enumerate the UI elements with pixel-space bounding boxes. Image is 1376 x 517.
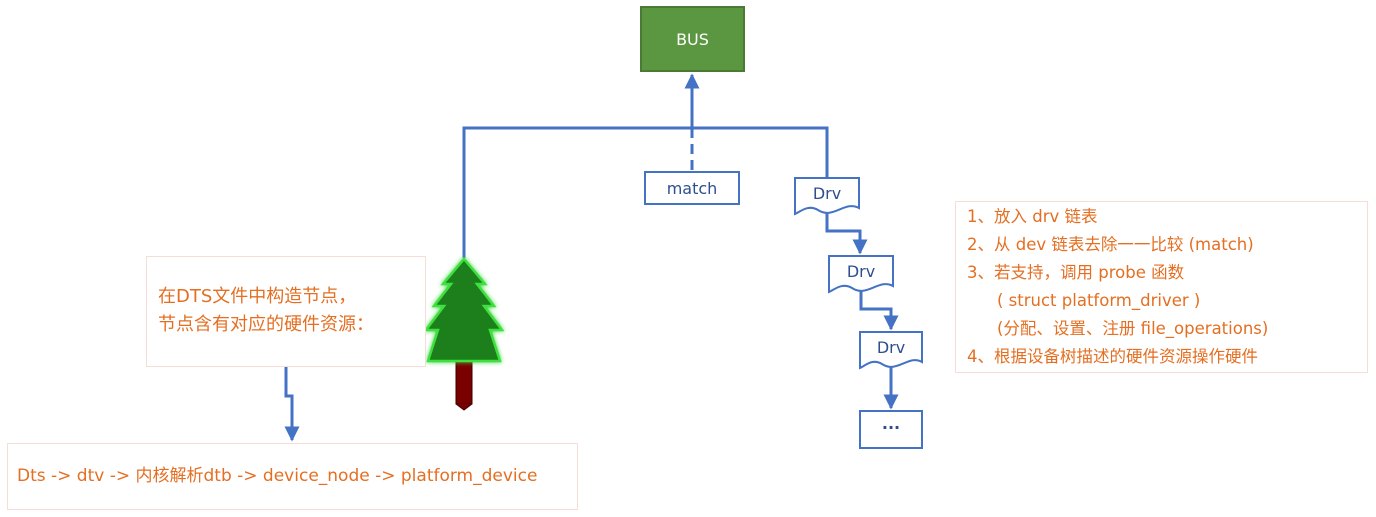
- step-3-detail-struct: ( struct platform_driver ): [997, 291, 1201, 310]
- dts-note: 在DTS文件中构造节点， 节点含有对应的硬件资源：: [146, 256, 426, 367]
- step-3: 3、若支持，调用 probe 函数: [967, 263, 1185, 282]
- drv-label-1: Drv: [813, 184, 841, 203]
- step-1: 1、放入 drv 链表: [967, 207, 1098, 226]
- drv-node-1: Drv: [794, 177, 860, 216]
- dts-note-line-1: 在DTS文件中构造节点，: [158, 286, 357, 307]
- dts-to-pipeline-arrow: [284, 367, 300, 442]
- device-to-bus-line: [462, 126, 692, 258]
- bus-label: BUS: [676, 30, 709, 49]
- pipeline-text: Dts -> dtv -> 内核解析dtb -> device_node -> …: [17, 466, 538, 486]
- tree-icon: [423, 257, 505, 411]
- match-node: match: [644, 171, 740, 205]
- dts-note-line-2: 节点含有对应的硬件资源：: [158, 314, 374, 335]
- pipeline-note: Dts -> dtv -> 内核解析dtb -> device_node -> …: [7, 443, 578, 510]
- step-2: 2、从 dev 链表去除一一比较 (match): [967, 235, 1254, 254]
- drv-node-more: ...: [859, 410, 923, 449]
- drv-label-2: Drv: [847, 262, 875, 281]
- match-label: match: [667, 179, 718, 198]
- step-4: 4、根据设备树描述的硬件资源操作硬件: [967, 347, 1258, 366]
- bus-connectors: [462, 73, 829, 258]
- drv-label-3: Drv: [877, 338, 905, 357]
- drv-label-more: ...: [882, 414, 900, 433]
- bus-node: BUS: [640, 6, 745, 72]
- driver-to-bus-line: [692, 126, 829, 178]
- drv-node-3: Drv: [859, 331, 923, 370]
- drv-link-2: [859, 290, 899, 331]
- steps-note: 1、放入 drv 链表 2、从 dev 链表去除一一比较 (match) 3、若…: [955, 201, 1368, 373]
- drv-link-1: [825, 212, 868, 255]
- drv-node-2: Drv: [828, 255, 894, 294]
- step-3-detail-ops: (分配、设置、注册 file_operations): [997, 319, 1269, 338]
- drv-chain: [825, 212, 899, 410]
